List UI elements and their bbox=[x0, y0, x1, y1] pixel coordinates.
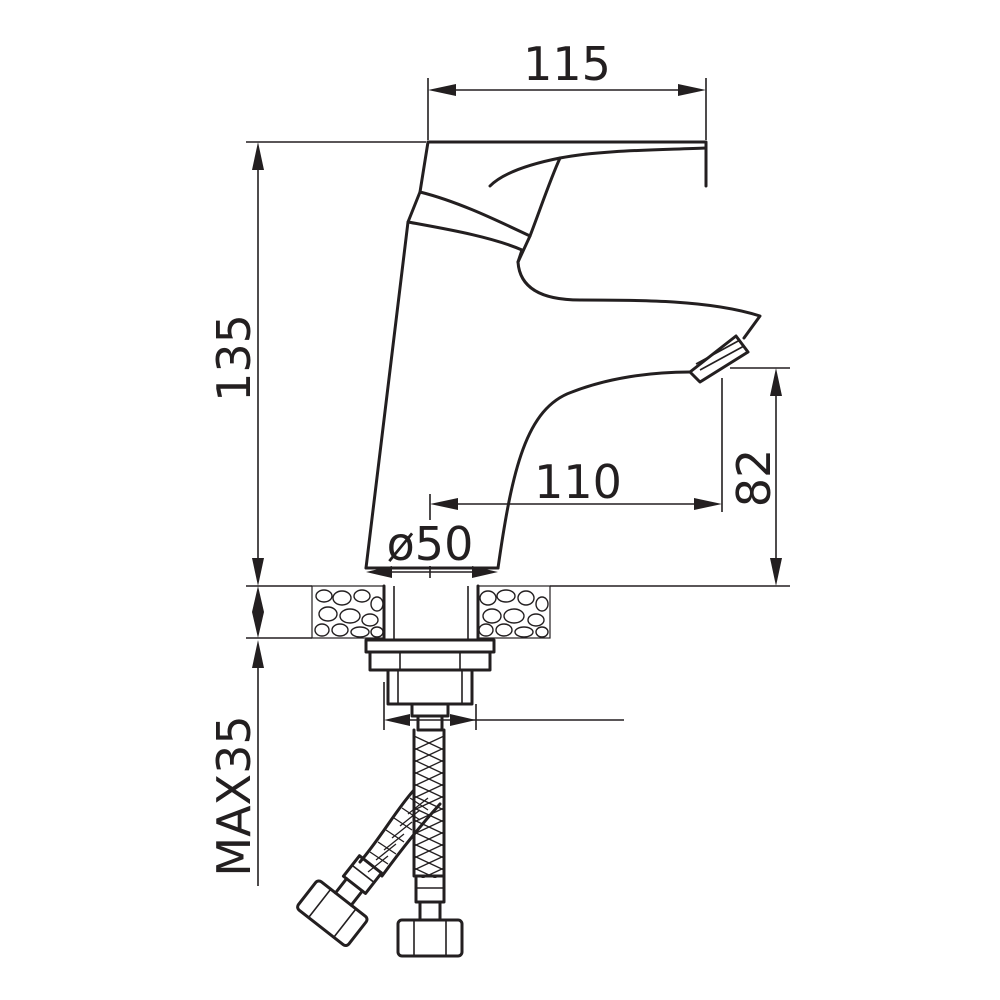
dimension-shank-width bbox=[383, 682, 624, 730]
dimension-reach: 110 bbox=[429, 378, 723, 520]
stones-right bbox=[478, 589, 549, 638]
fixing-assembly bbox=[364, 638, 496, 732]
dimension-label-max35: MAX35 bbox=[207, 715, 261, 876]
hose-ferrule-vertical bbox=[414, 874, 446, 904]
arrow-left bbox=[428, 84, 456, 96]
lever-arm-lower bbox=[488, 146, 708, 188]
body-right-curve bbox=[496, 370, 692, 570]
dimension-label-110: 110 bbox=[534, 455, 622, 509]
hose-fitting bbox=[416, 714, 444, 732]
lever-left bbox=[406, 140, 524, 264]
lever-handle bbox=[406, 140, 708, 264]
shank bbox=[386, 668, 474, 706]
stones-left bbox=[314, 589, 384, 638]
braided-hoses bbox=[296, 728, 464, 958]
lever-inner bbox=[516, 156, 562, 264]
dimension-max-deck: MAX35 bbox=[207, 586, 312, 886]
dimension-label-o50: ø50 bbox=[387, 517, 474, 571]
dimension-label-82: 82 bbox=[727, 449, 781, 508]
hose-angled bbox=[358, 788, 442, 878]
deck-section bbox=[311, 584, 551, 642]
washer bbox=[364, 638, 496, 654]
dimension-width-top: 115 bbox=[427, 37, 707, 140]
body-left-edge bbox=[364, 220, 410, 570]
hose-nut-vertical bbox=[396, 918, 464, 958]
arrow-right bbox=[678, 84, 706, 96]
spout bbox=[516, 260, 762, 384]
dimension-base-diameter: ø50 bbox=[366, 517, 498, 578]
fixing-nut bbox=[368, 650, 492, 672]
dimension-label-115: 115 bbox=[523, 37, 611, 91]
dimension-spout-height: 82 bbox=[550, 367, 790, 587]
hose-fitting-angled bbox=[296, 854, 384, 947]
dimension-label-135: 135 bbox=[207, 314, 261, 402]
lever-top bbox=[426, 140, 708, 188]
spout-top bbox=[516, 260, 762, 340]
hose-vertical bbox=[412, 728, 446, 878]
lever-ridge bbox=[418, 190, 532, 238]
dimension-height: 135 bbox=[207, 141, 426, 587]
aerator bbox=[688, 334, 750, 384]
